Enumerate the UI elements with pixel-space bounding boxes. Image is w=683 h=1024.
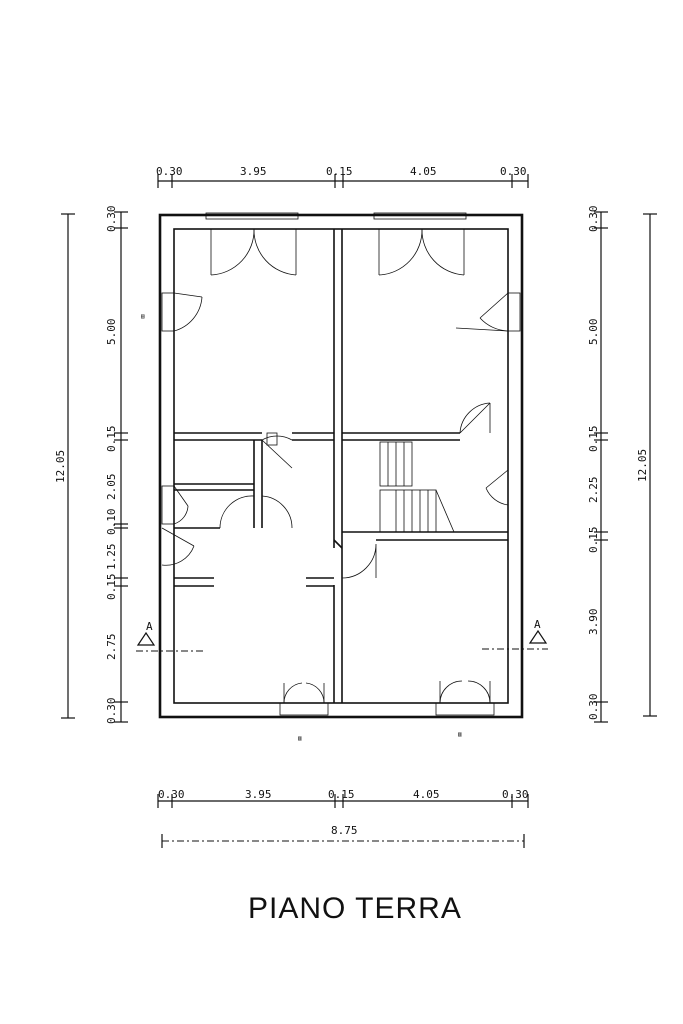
- section-line: A A: [136, 618, 548, 652]
- left-dim-0: 0.30: [105, 206, 118, 233]
- right-dim-0: 0.30: [587, 206, 600, 233]
- left-dim-5: 1.25: [105, 544, 118, 571]
- right-dim-1: 5.00: [587, 319, 600, 346]
- bottom-dim-2: 0.15: [328, 788, 355, 801]
- svg-text:▤: ▤: [141, 313, 145, 320]
- top-dimension-chain: 0.30 3.95 0.15 4.05 0.30: [156, 165, 529, 188]
- right-total-label: 12.05: [636, 449, 649, 482]
- right-dim-3: 2.25: [587, 477, 600, 504]
- left-dim-4: 0.10: [105, 509, 118, 536]
- bottom-dimension-chain: 0.30 3.95 0.15 4.05 0.30: [157, 788, 529, 808]
- window-left-service: [161, 485, 189, 525]
- door-central-upper: [261, 432, 293, 469]
- left-dim-1: 5.00: [105, 319, 118, 346]
- total-width-label: 8.75: [331, 824, 358, 837]
- top-dim-1: 3.95: [240, 165, 267, 178]
- bottom-dim-3: 4.05: [413, 788, 440, 801]
- top-dim-3: 4.05: [410, 165, 437, 178]
- left-dim-2: 0.15: [105, 426, 118, 453]
- door-service-2: [261, 495, 293, 529]
- total-width-dimension: 8.75: [161, 824, 525, 848]
- staircase: [379, 441, 455, 533]
- left-dim-6: 0.15: [105, 574, 118, 601]
- window-bottom-right: ▥: [435, 680, 495, 738]
- top-dim-4: 0.30: [500, 165, 527, 178]
- section-mark-left: A: [146, 620, 153, 633]
- door-entrance-side: [161, 527, 195, 566]
- right-total-dimension: 12.05: [636, 213, 657, 717]
- left-dim-3: 2.05: [105, 474, 118, 501]
- left-dim-7: 2.75: [105, 634, 118, 661]
- window-top-left: [205, 212, 299, 276]
- right-dim-6: 0.30: [587, 694, 600, 721]
- window-top-right: [373, 212, 467, 276]
- right-dim-2: 0.15: [587, 426, 600, 453]
- left-total-label: 12.05: [54, 450, 67, 483]
- left-dimension-chain: 0.30 5.00 0.15 2.05 0.10 1.25 0.15 2.75 …: [105, 206, 128, 725]
- top-dim-2: 0.15: [326, 165, 353, 178]
- bottom-dim-0: 0.30: [158, 788, 185, 801]
- right-dim-4: 0.15: [587, 527, 600, 554]
- right-dim-5: 3.90: [587, 609, 600, 636]
- door-service-1: [219, 495, 255, 529]
- door-stair-hall-right: [485, 469, 509, 506]
- bottom-dim-4: 0.30: [502, 788, 529, 801]
- building-walls: [158, 213, 524, 719]
- left-dim-8: 0.30: [105, 698, 118, 725]
- window-bottom-left: ▥: [279, 682, 329, 742]
- bottom-dim-1: 3.95: [245, 788, 272, 801]
- right-dimension-chain: 0.30 5.00 0.15 2.25 0.15 3.90 0.30: [587, 206, 608, 723]
- left-total-dimension: 12.05: [54, 213, 75, 719]
- section-mark-right: A: [534, 618, 541, 631]
- door-bottom-right-room: [341, 543, 377, 579]
- window-left-upper: ▤: [141, 292, 203, 332]
- plan-title: PIANO TERRA: [248, 892, 462, 925]
- svg-text:▥: ▥: [458, 731, 462, 738]
- door-right-room: [459, 402, 491, 434]
- top-dim-0: 0.30: [156, 165, 183, 178]
- window-right-upper: [455, 292, 521, 332]
- svg-text:▥: ▥: [298, 735, 302, 742]
